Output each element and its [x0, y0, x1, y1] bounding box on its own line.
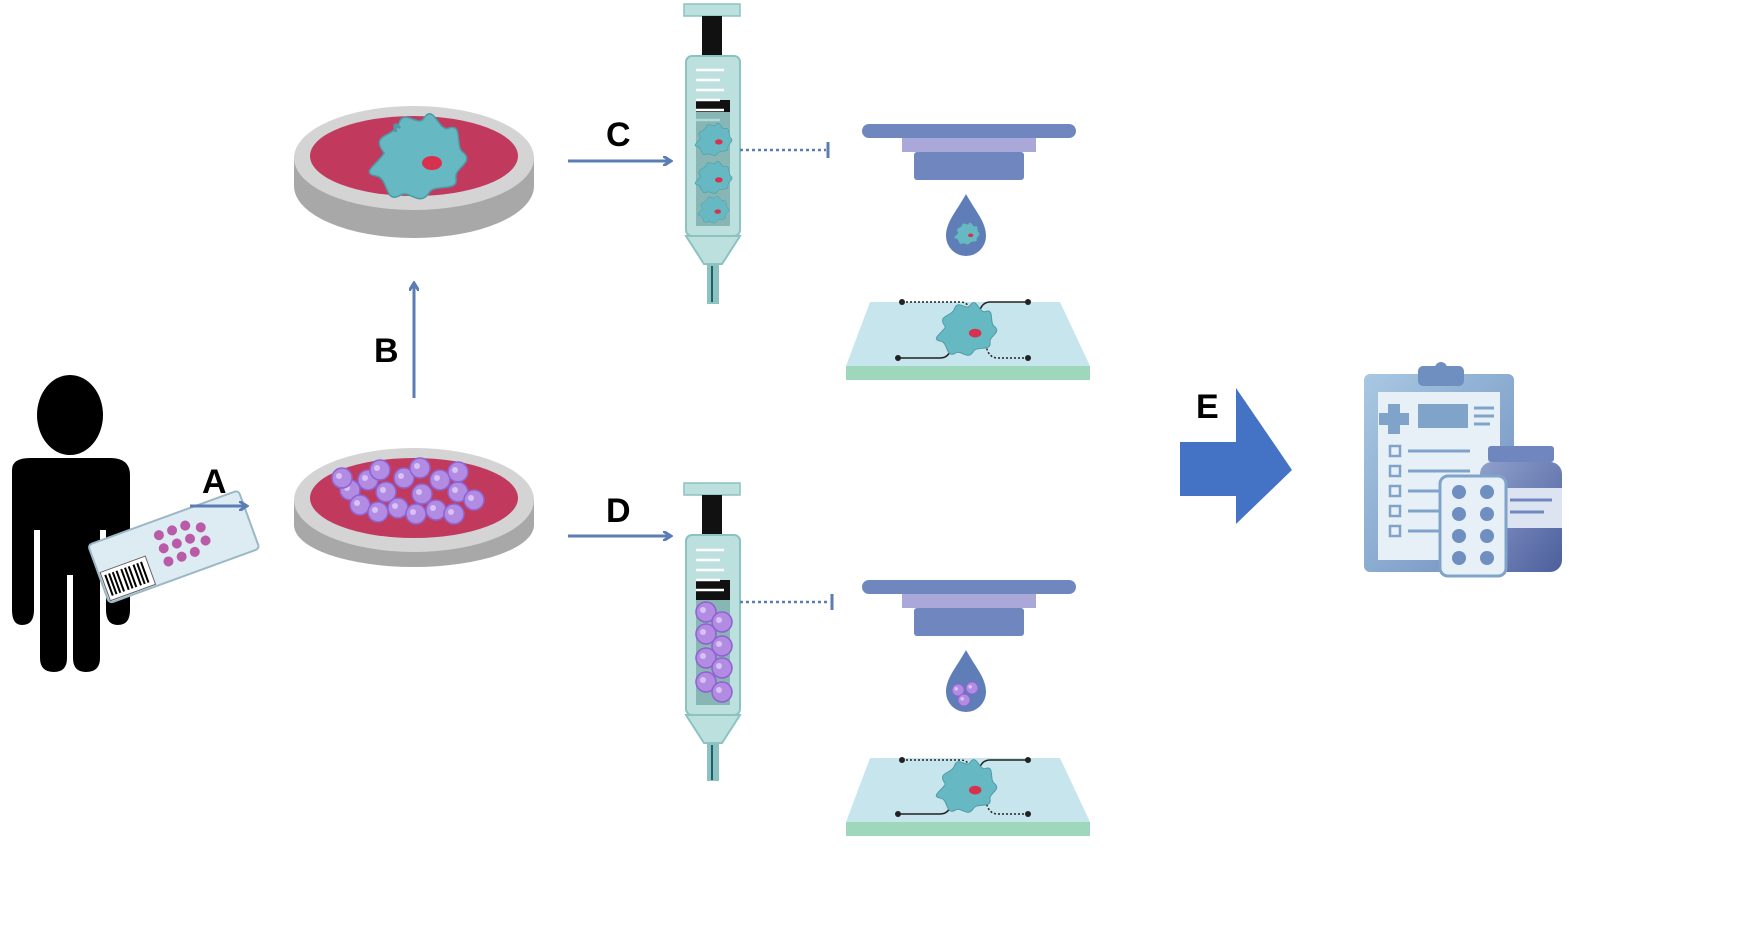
step-label-c: C — [606, 116, 631, 154]
petri-dish-cells-icon — [294, 448, 534, 567]
syringe-icon — [683, 3, 830, 304]
syringe-icon — [683, 482, 834, 781]
chip-slide-icon — [846, 757, 1090, 836]
step-label-d: D — [606, 492, 631, 530]
bioprinter-nozzle-icon — [862, 124, 1076, 180]
step-label-a: A — [202, 463, 227, 501]
bioprinter-nozzle-icon — [862, 580, 1076, 636]
tissue-slide-icon — [88, 490, 260, 604]
patient-silhouette-icon — [12, 375, 130, 672]
chip-slide-icon — [846, 299, 1090, 380]
petri-dish-cell-icon — [294, 106, 534, 238]
treatment-plan-icon — [1364, 362, 1562, 578]
cell-droplet-icon — [946, 194, 986, 256]
cell-droplet-icon — [946, 650, 986, 712]
step-label-b: B — [374, 332, 399, 370]
arrow-e — [1180, 388, 1292, 524]
step-label-e: E — [1196, 388, 1219, 426]
